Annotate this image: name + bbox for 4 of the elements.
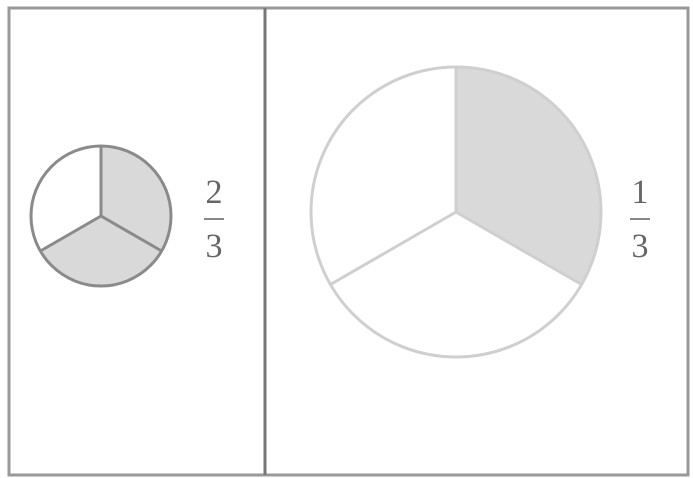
numerator: 2 — [204, 176, 224, 210]
denominator: 3 — [630, 230, 650, 264]
numerator: 1 — [630, 176, 650, 210]
denominator: 3 — [204, 230, 224, 264]
